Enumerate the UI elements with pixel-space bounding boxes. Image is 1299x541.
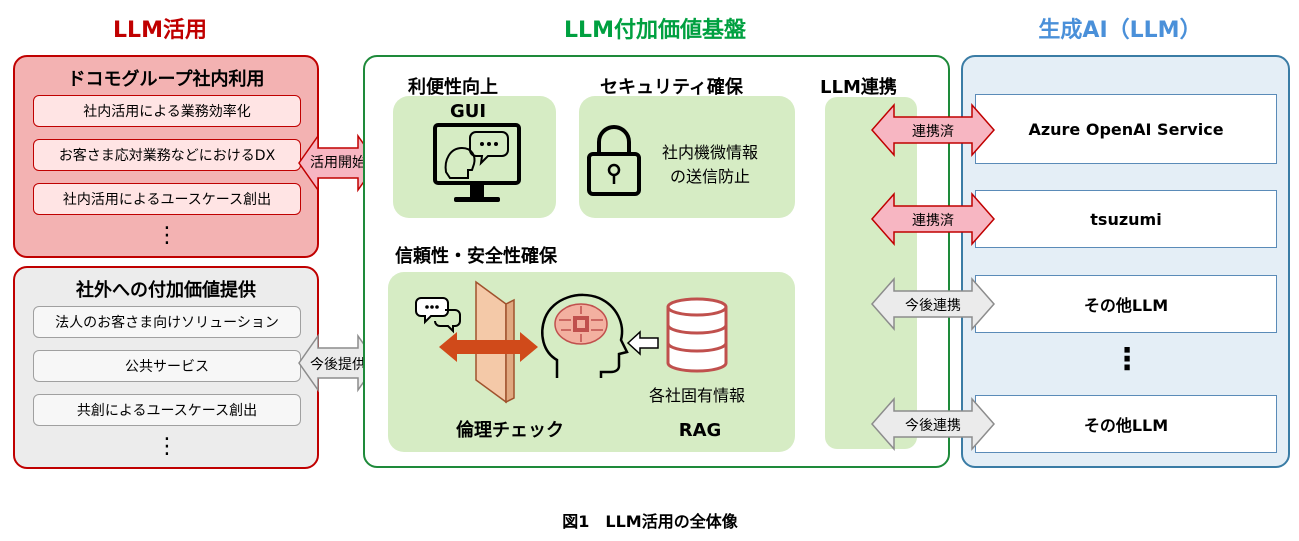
chat-bubbles-icon — [415, 297, 461, 334]
gui-label: GUI — [449, 101, 487, 122]
rag-caption: 各社固有情報 — [648, 386, 745, 405]
padlock-icon — [587, 125, 641, 196]
middle-column-title: LLM付加価値基盤 — [564, 18, 746, 43]
connected-arrow-azure — [871, 103, 995, 157]
ai-brain-head-icon — [541, 293, 629, 378]
security-text-line2: の送信防止 — [669, 167, 750, 186]
left-column-title: LLM活用 — [113, 18, 207, 43]
future-link-label-1: 今後連携 — [905, 298, 961, 314]
ethics-check-label: 倫理チェック — [456, 420, 564, 441]
llm-more-dots: ⋮ — [1112, 342, 1142, 377]
external-item-2: 公共サービス — [33, 350, 301, 382]
future-link-arrow-2 — [871, 397, 995, 451]
right-column-title: 生成AI（LLM） — [1038, 18, 1202, 43]
reliability-title: 信頼性・安全性確保 — [395, 246, 557, 267]
docomo-group-panel: ドコモグループ社内利用 社内活用による業務効率化 お客さま応対業務などにおけるD… — [13, 55, 319, 258]
docomo-more-dots: ⋮ — [156, 223, 178, 248]
docomo-group-title: ドコモグループ社内利用 — [67, 69, 265, 90]
docomo-item-2: お客さま応対業務などにおけるDX — [33, 139, 301, 171]
external-more-dots: ⋮ — [156, 434, 178, 459]
database-icon — [666, 297, 728, 373]
llm-link-column — [825, 97, 917, 449]
connected-arrow-tsuzumi — [871, 192, 995, 246]
future-link-arrow-1 — [871, 277, 995, 331]
llm-box-tsuzumi: tsuzumi — [975, 190, 1277, 248]
monitor-icon — [433, 123, 521, 202]
llm-box-other-2: その他LLM — [975, 395, 1277, 453]
security-box — [579, 96, 795, 218]
connected-label-tsuzumi: 連携済 — [912, 213, 954, 229]
security-title: セキュリティ確保 — [600, 77, 743, 98]
docomo-item-1: 社内活用による業務効率化 — [33, 95, 301, 127]
rag-to-ai-arrow — [626, 330, 659, 356]
external-item-3: 共創によるユースケース創出 — [33, 394, 301, 426]
usage-start-label: 活用開始 — [310, 155, 366, 171]
figure-caption: 図1 LLM活用の全体像 — [562, 512, 738, 531]
rag-label: RAG — [678, 420, 722, 441]
external-item-1: 法人のお客さま向けソリューション — [33, 306, 301, 338]
external-value-panel: 社外への付加価値提供 法人のお客さま向けソリューション 公共サービス 共創による… — [13, 266, 319, 469]
future-link-label-2: 今後連携 — [905, 418, 961, 434]
docomo-item-3: 社内活用によるユースケース創出 — [33, 183, 301, 215]
connected-label-azure: 連携済 — [912, 124, 954, 140]
future-provide-label: 今後提供 — [310, 357, 366, 373]
ethics-check-arrow — [439, 332, 538, 362]
security-text-line1: 社内機微情報 — [661, 143, 758, 162]
usability-title: 利便性向上 — [408, 77, 498, 98]
external-value-title: 社外への付加価値提供 — [76, 280, 256, 301]
llm-link-title: LLM連携 — [820, 77, 897, 98]
llm-box-other-1: その他LLM — [975, 275, 1277, 333]
llm-box-azure: Azure OpenAI Service — [975, 94, 1277, 164]
